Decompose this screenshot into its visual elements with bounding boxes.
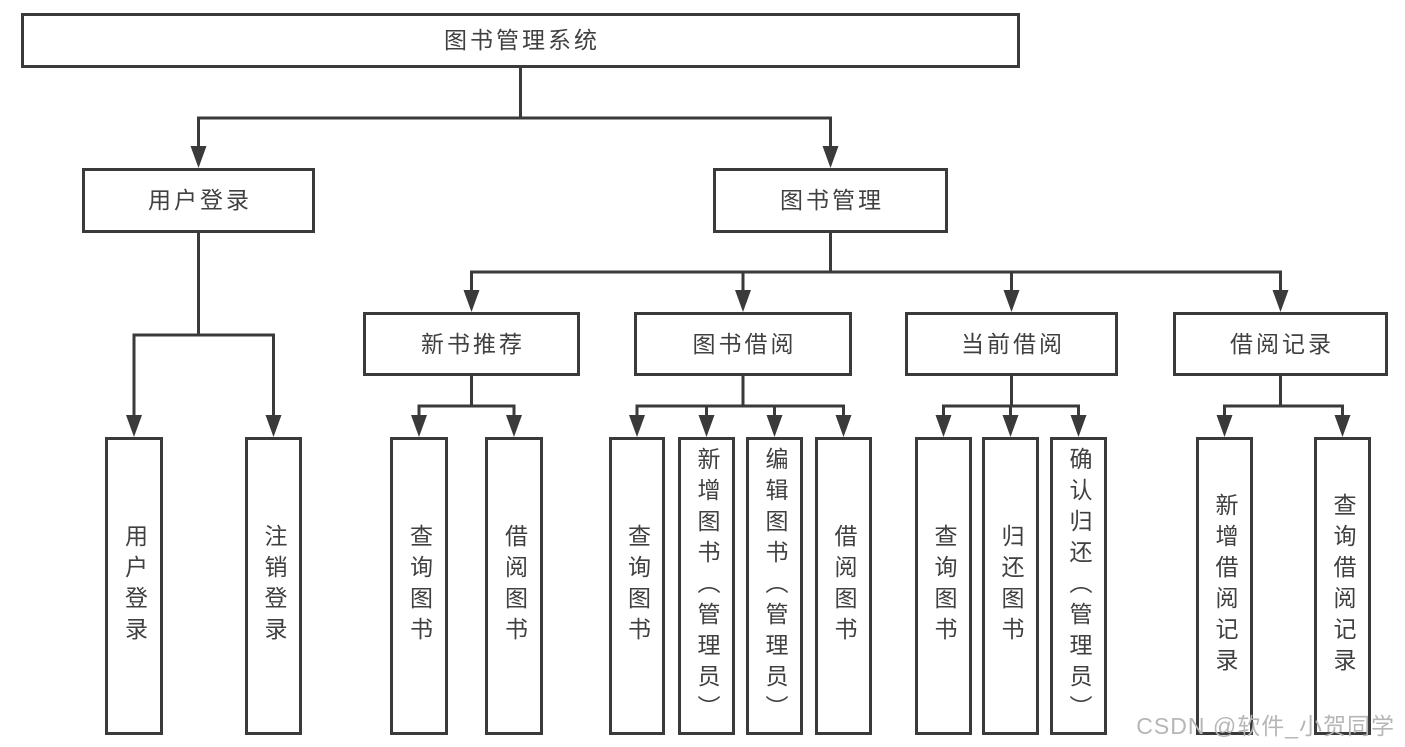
leaf-add-borrow-record-label: 新增借阅记录 <box>1212 493 1238 679</box>
node-book-management: 图书管理 <box>713 168 948 233</box>
leaf-confirm-return-label: 确认归还（管理员） <box>1066 446 1092 726</box>
node-borrowing-records: 借阅记录 <box>1173 312 1388 376</box>
leaf-logout: 注销登录 <box>245 437 302 735</box>
node-borrowing-records-label: 借阅记录 <box>1230 330 1334 357</box>
leaf-query-borrow-record: 查询借阅记录 <box>1314 437 1371 735</box>
leaf-user-login: 用户登录 <box>105 437 163 735</box>
node-book-borrowing: 图书借阅 <box>634 312 852 376</box>
node-book-borrowing-label: 图书借阅 <box>692 330 797 357</box>
leaf-user-login-label: 用户登录 <box>121 524 148 648</box>
leaf-borrow-books-2-label: 借阅图书 <box>831 524 857 648</box>
leaf-edit-books-label: 编辑图书（管理员） <box>762 446 788 726</box>
leaf-return-books: 归还图书 <box>982 437 1039 735</box>
leaf-logout-label: 注销登录 <box>261 524 287 648</box>
leaf-confirm-return: 确认归还（管理员） <box>1050 437 1107 735</box>
node-new-book-recommend-label: 新书推荐 <box>421 330 525 357</box>
leaf-query-books-1: 查询图书 <box>390 437 448 735</box>
leaf-add-books: 新增图书（管理员） <box>678 437 735 735</box>
csdn-watermark: CSDN @软件_小贺同学 <box>1136 713 1395 739</box>
leaf-add-books-label: 新增图书（管理员） <box>694 446 720 726</box>
leaf-return-books-label: 归还图书 <box>998 524 1024 648</box>
node-current-borrowing: 当前借阅 <box>905 312 1118 376</box>
leaf-query-books-1-label: 查询图书 <box>406 524 433 648</box>
leaf-query-borrow-record-label: 查询借阅记录 <box>1330 493 1356 679</box>
leaf-borrow-books-2: 借阅图书 <box>815 437 872 735</box>
node-user-login: 用户登录 <box>82 168 315 233</box>
node-root: 图书管理系统 <box>21 13 1020 68</box>
leaf-query-books-3: 查询图书 <box>915 437 972 735</box>
leaf-add-borrow-record: 新增借阅记录 <box>1196 437 1253 735</box>
leaf-borrow-books-1-label: 借阅图书 <box>501 524 528 648</box>
leaf-query-books-3-label: 查询图书 <box>931 524 957 648</box>
leaf-query-books-2-label: 查询图书 <box>624 524 651 648</box>
node-new-book-recommend: 新书推荐 <box>363 312 580 376</box>
node-book-management-label: 图书管理 <box>780 187 884 213</box>
node-current-borrowing-label: 当前借阅 <box>961 330 1065 357</box>
leaf-borrow-books-1: 借阅图书 <box>485 437 543 735</box>
node-user-login-label: 用户登录 <box>148 187 252 213</box>
leaf-query-books-2: 查询图书 <box>609 437 665 735</box>
leaf-edit-books: 编辑图书（管理员） <box>746 437 803 735</box>
node-root-label: 图书管理系统 <box>444 27 600 53</box>
